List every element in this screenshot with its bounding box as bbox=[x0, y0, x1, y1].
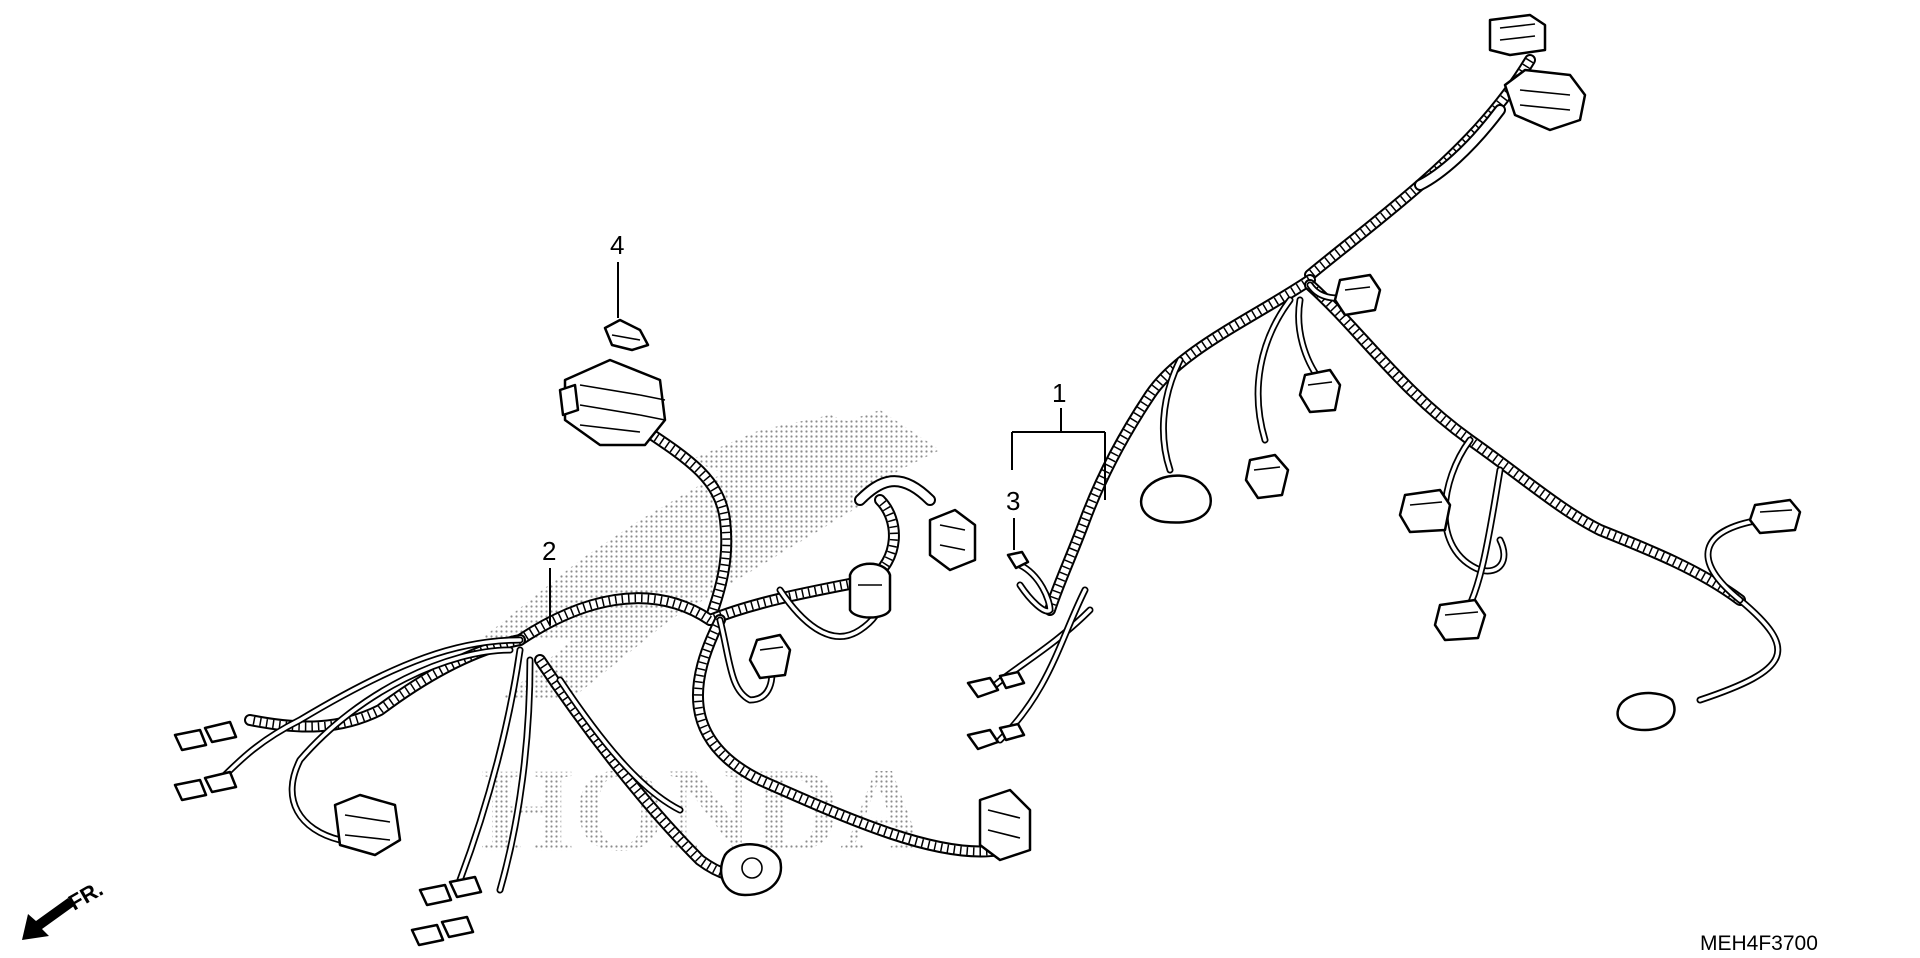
connector-large-top bbox=[558, 358, 667, 447]
front-direction-indicator: FR. bbox=[22, 876, 107, 940]
connector-top-right-2 bbox=[1503, 68, 1587, 132]
honda-watermark-text: HONDA bbox=[480, 743, 927, 876]
arrow-down-left-icon bbox=[22, 898, 74, 940]
connector-top-right-1 bbox=[1488, 13, 1547, 57]
callout-2: 2 bbox=[542, 536, 556, 625]
connector-mid-h2-a bbox=[848, 562, 892, 619]
callout-3: 3 bbox=[1006, 486, 1020, 550]
clip-item-4 bbox=[603, 318, 650, 352]
terminal-pair-2-c bbox=[418, 875, 483, 907]
callout-1: 1 bbox=[1011, 378, 1106, 500]
connector-center-right-upper bbox=[1398, 488, 1452, 534]
front-label: FR. bbox=[64, 876, 107, 915]
round-sensor-bottom-right bbox=[1616, 691, 1676, 732]
terminal-pair-2-b bbox=[173, 770, 238, 802]
main-wire-harness bbox=[986, 54, 1782, 744]
connector-junction-low bbox=[1244, 453, 1290, 500]
round-sensor-mid bbox=[1139, 474, 1213, 524]
connector-junction-mid bbox=[1298, 368, 1342, 414]
connector-upper-right-h2 bbox=[928, 508, 977, 572]
connector-far-right bbox=[1748, 498, 1802, 535]
callout-4: 4 bbox=[610, 230, 624, 318]
callout-1-label: 1 bbox=[1052, 378, 1066, 408]
callout-3-label: 3 bbox=[1006, 486, 1020, 516]
sub-harness-item-3 bbox=[1006, 550, 1054, 615]
honda-wing-watermark: HONDA bbox=[480, 410, 940, 876]
callout-2-label: 2 bbox=[542, 536, 556, 566]
secondary-harness-connectors bbox=[173, 318, 1032, 947]
round-connector-bottom-h2 bbox=[719, 843, 783, 897]
drawing-code: MEH4F3700 bbox=[1700, 932, 1818, 955]
connector-mid-h2-b bbox=[748, 633, 792, 680]
connector-bottom-center-h2 bbox=[978, 788, 1032, 862]
terminal-pair-2-d bbox=[410, 915, 475, 947]
connector-junction-top bbox=[1333, 273, 1382, 317]
terminal-pair-2-a bbox=[173, 720, 238, 752]
terminal-pair-1-upper bbox=[966, 670, 1026, 699]
callout-4-label: 4 bbox=[610, 230, 624, 260]
connector-left-h2 bbox=[333, 793, 402, 857]
main-harness-connectors bbox=[966, 13, 1802, 751]
terminal-pair-1-lower bbox=[966, 722, 1026, 751]
connector-center-right-lower bbox=[1433, 598, 1487, 642]
